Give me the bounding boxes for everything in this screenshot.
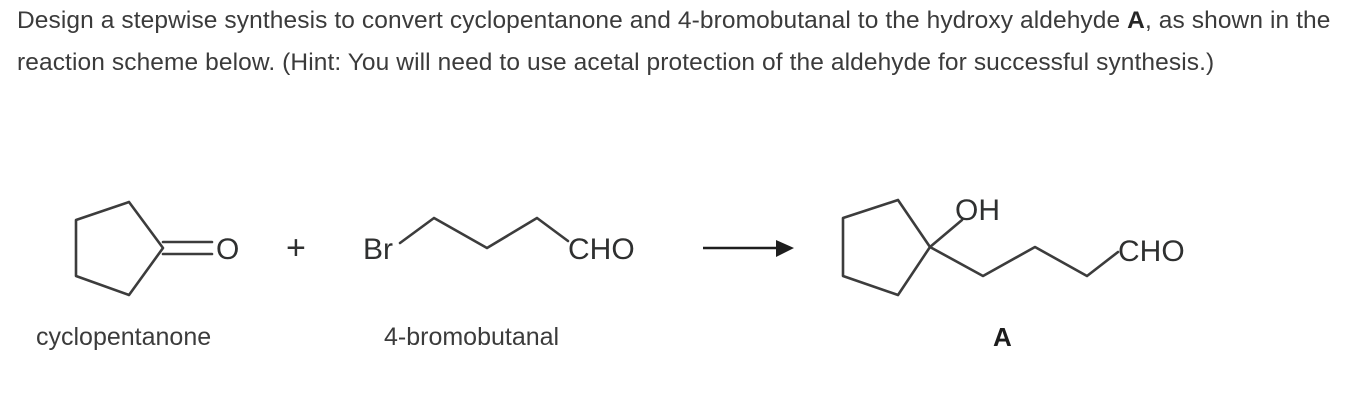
product-caption: A xyxy=(993,322,1012,352)
bromobutanal-aldehyde-label: CHO xyxy=(568,233,635,266)
question-text: Design a stepwise synthesis to convert c… xyxy=(17,0,1337,84)
bromobutanal-chain-bonds xyxy=(398,216,570,250)
question-sentence-part-1: Design a stepwise synthesis to convert c… xyxy=(17,7,1128,34)
cyclopentanone-caption: cyclopentanone xyxy=(36,323,211,351)
question-sentence-part-2: , as shown in the reaction scheme below.… xyxy=(17,7,1331,76)
reaction-scheme: O cyclopentanone + Br CHO 4-bromobutanal… xyxy=(36,194,1185,352)
compound-a-inline-label: A xyxy=(1127,7,1145,34)
product-chain-bonds xyxy=(928,245,1120,278)
molecule-cyclopentanone: O cyclopentanone xyxy=(36,200,239,351)
product-ring-bonds xyxy=(841,198,932,297)
cyclopentanone-ring-bonds xyxy=(74,200,165,297)
hydroxyl-label: OH xyxy=(955,194,1000,227)
carbonyl-oxygen-label: O xyxy=(216,233,239,266)
product-aldehyde-label: CHO xyxy=(1118,235,1185,268)
molecule-4-bromobutanal: Br CHO 4-bromobutanal xyxy=(363,216,635,351)
hydroxyl-bond xyxy=(928,218,964,249)
bromobutanal-caption: 4-bromobutanal xyxy=(384,323,559,351)
bromine-label: Br xyxy=(363,233,393,266)
reaction-arrow xyxy=(703,240,794,257)
molecule-product-a: OH CHO A xyxy=(841,194,1185,352)
plus-symbol: + xyxy=(286,229,306,267)
arrow-head xyxy=(776,240,794,257)
